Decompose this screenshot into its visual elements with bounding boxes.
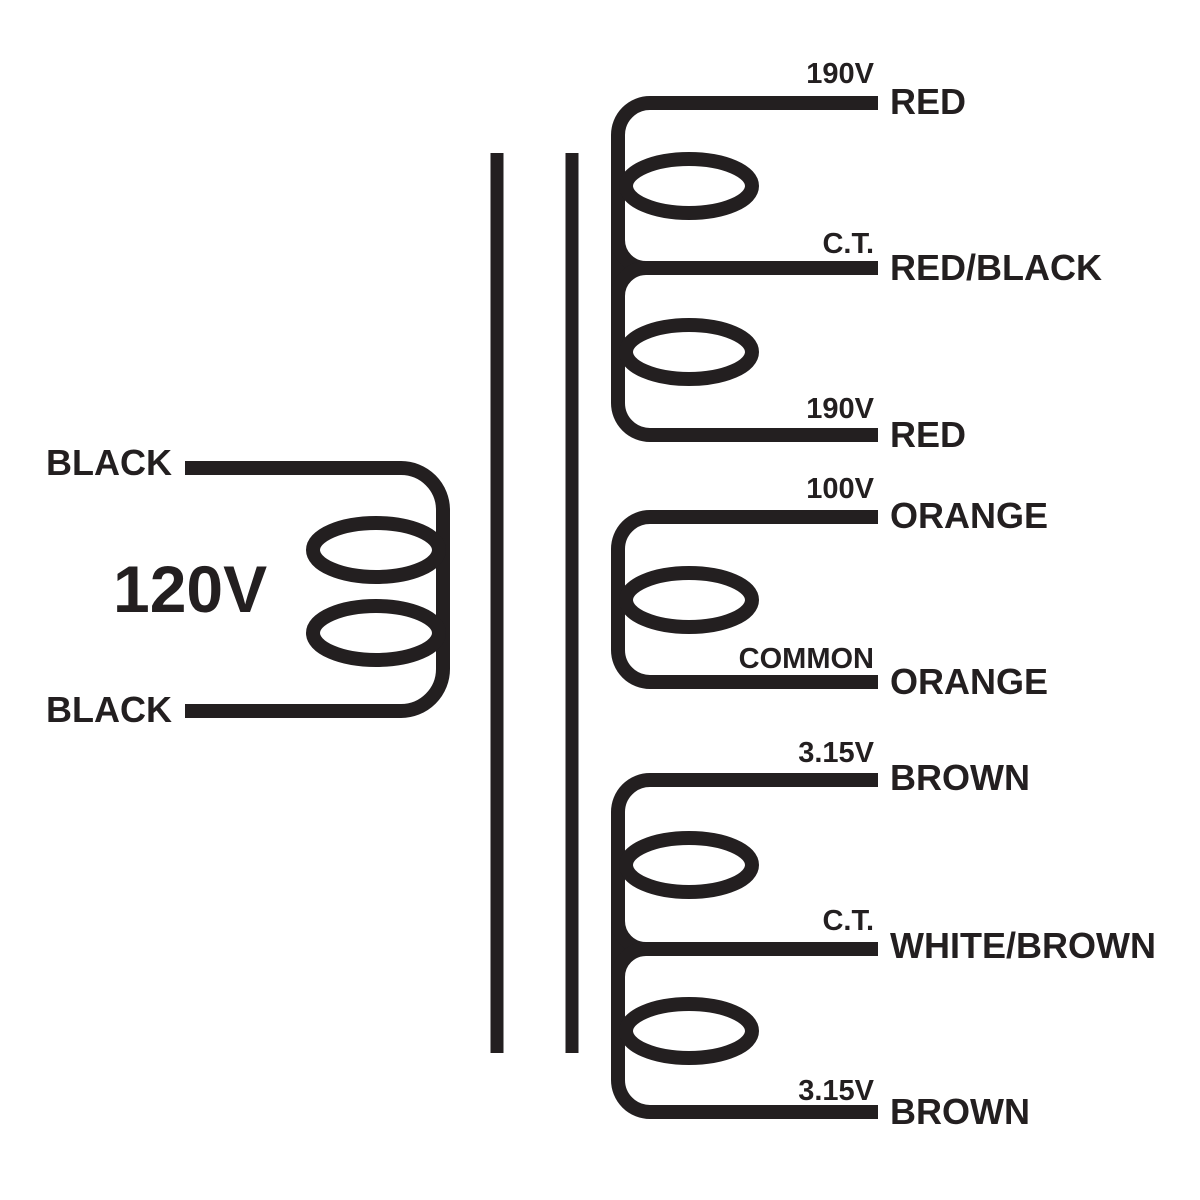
wire-color-label-red-bottom: RED — [890, 414, 967, 455]
secondary3-coil-path — [611, 773, 878, 1119]
tap-voltage-label-ct-1: C.T. — [822, 228, 874, 260]
secondary3-loop-1 — [619, 831, 759, 899]
secondary1-ct-fillet-down — [611, 261, 647, 297]
secondary3-ct-fillet-down — [611, 942, 647, 978]
tap-voltage-label-190v-bottom: 190V — [806, 393, 874, 425]
wire-color-label-red-top: RED — [890, 81, 967, 122]
secondary3-loop-2 — [619, 997, 759, 1065]
tap-voltage-label-190v-top: 190V — [806, 58, 874, 90]
transformer-core — [490, 153, 579, 1053]
wire-strokes — [185, 96, 878, 1119]
tap-voltage-label-100v: 100V — [806, 473, 874, 505]
secondary1-coil-path — [611, 96, 878, 442]
primary-lead-label-bottom: BLACK — [46, 689, 172, 730]
primary-voltage-label: 120V — [113, 552, 268, 626]
wire-color-label-brown-top: BROWN — [890, 757, 1030, 798]
wire-color-label-red-black: RED/BLACK — [890, 247, 1102, 288]
wire-color-label-white-brown: WHITE/BROWN — [890, 925, 1156, 966]
wire-color-label-orange-bottom: ORANGE — [890, 661, 1049, 702]
wire-color-label-orange-top: ORANGE — [890, 495, 1049, 536]
secondary1-loop-2 — [619, 318, 759, 386]
primary-lead-label-top: BLACK — [46, 442, 172, 483]
tap-voltage-label-3-15v-top: 3.15V — [798, 737, 874, 769]
tap-voltage-label-ct-2: C.T. — [822, 905, 874, 937]
primary-loop-2 — [306, 599, 446, 667]
secondary2-coil-path — [611, 510, 878, 689]
tap-voltage-label-3-15v-bottom: 3.15V — [798, 1075, 874, 1107]
tap-voltage-label-common: COMMON — [738, 643, 874, 675]
secondary2-loop-1 — [619, 566, 759, 634]
primary-loop-1 — [306, 516, 446, 584]
wire-color-label-brown-bottom: BROWN — [890, 1091, 1030, 1132]
secondary1-loop-1 — [619, 152, 759, 220]
primary-coil-path — [185, 461, 450, 718]
